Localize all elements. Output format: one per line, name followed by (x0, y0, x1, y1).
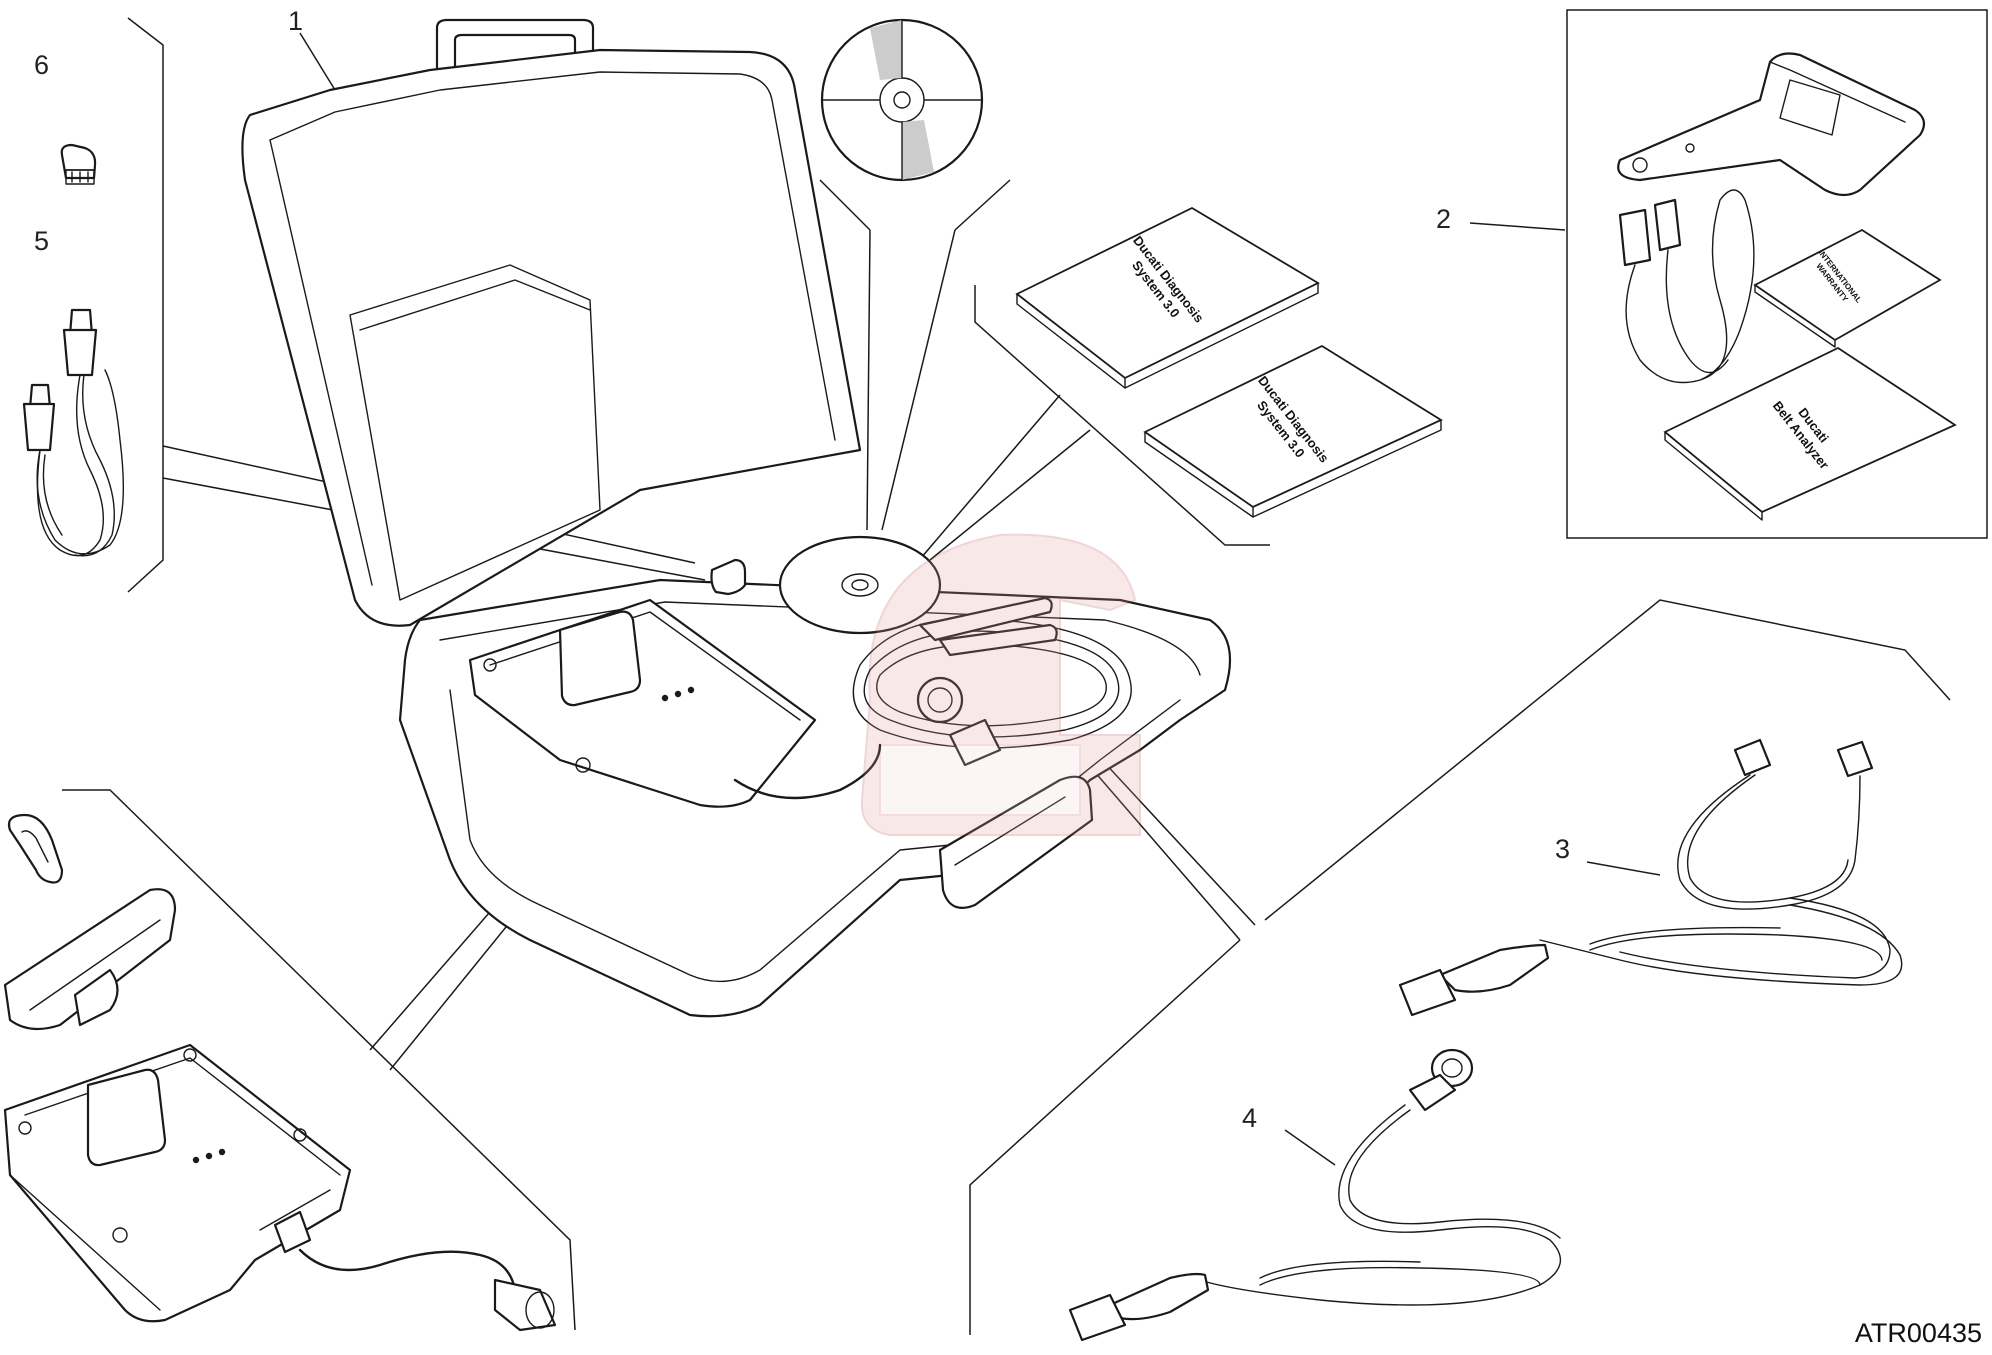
item-5-usb-cable (22, 308, 125, 557)
group-bracket-left-bottom (62, 789, 576, 1331)
callout-4: 4 (1242, 1103, 1258, 1133)
diagnostic-interface-unit (3, 1043, 557, 1332)
belt-analyzer-device (1617, 52, 1926, 197)
drawing-code: ATR00435 (1854, 1318, 1982, 1348)
item-4-round-connector-cable (1068, 1048, 1562, 1342)
item-2-box (1566, 9, 1988, 539)
ducati-d-logo-watermark (860, 533, 1141, 836)
group-bracket-right-cable3 (1264, 599, 1951, 921)
item-3-y-cable (1398, 738, 1903, 1017)
group-bracket-left-top (127, 17, 164, 593)
carabiner (7, 813, 64, 884)
manual-belt-analyzer: Ducati Belt Analyzer (1663, 346, 1957, 521)
callout-5: 5 (34, 226, 50, 256)
item-6-usb-adapter (60, 143, 97, 185)
callout-6: 6 (34, 50, 50, 80)
belt-analyzer-usb-cable (1618, 189, 1755, 384)
item-1-carry-case (241, 18, 1232, 1018)
warranty-booklet: INTERNATIONAL WARRANTY (1753, 228, 1942, 348)
callout-2: 2 (1436, 204, 1452, 234)
callout-1: 1 (288, 6, 304, 36)
group-bracket-manuals (974, 285, 1270, 546)
manual-ducati-diagnosis-1: Ducati Diagnosis System 3.0 (1015, 206, 1320, 389)
manual-ducati-diagnosis-2: Ducati Diagnosis System 3.0 (1143, 344, 1443, 518)
callout-3: 3 (1555, 834, 1571, 864)
cd-rom-disc (820, 18, 984, 182)
group-bracket-bottom-mid (969, 939, 1241, 1335)
shoulder-strap (3, 888, 177, 1031)
